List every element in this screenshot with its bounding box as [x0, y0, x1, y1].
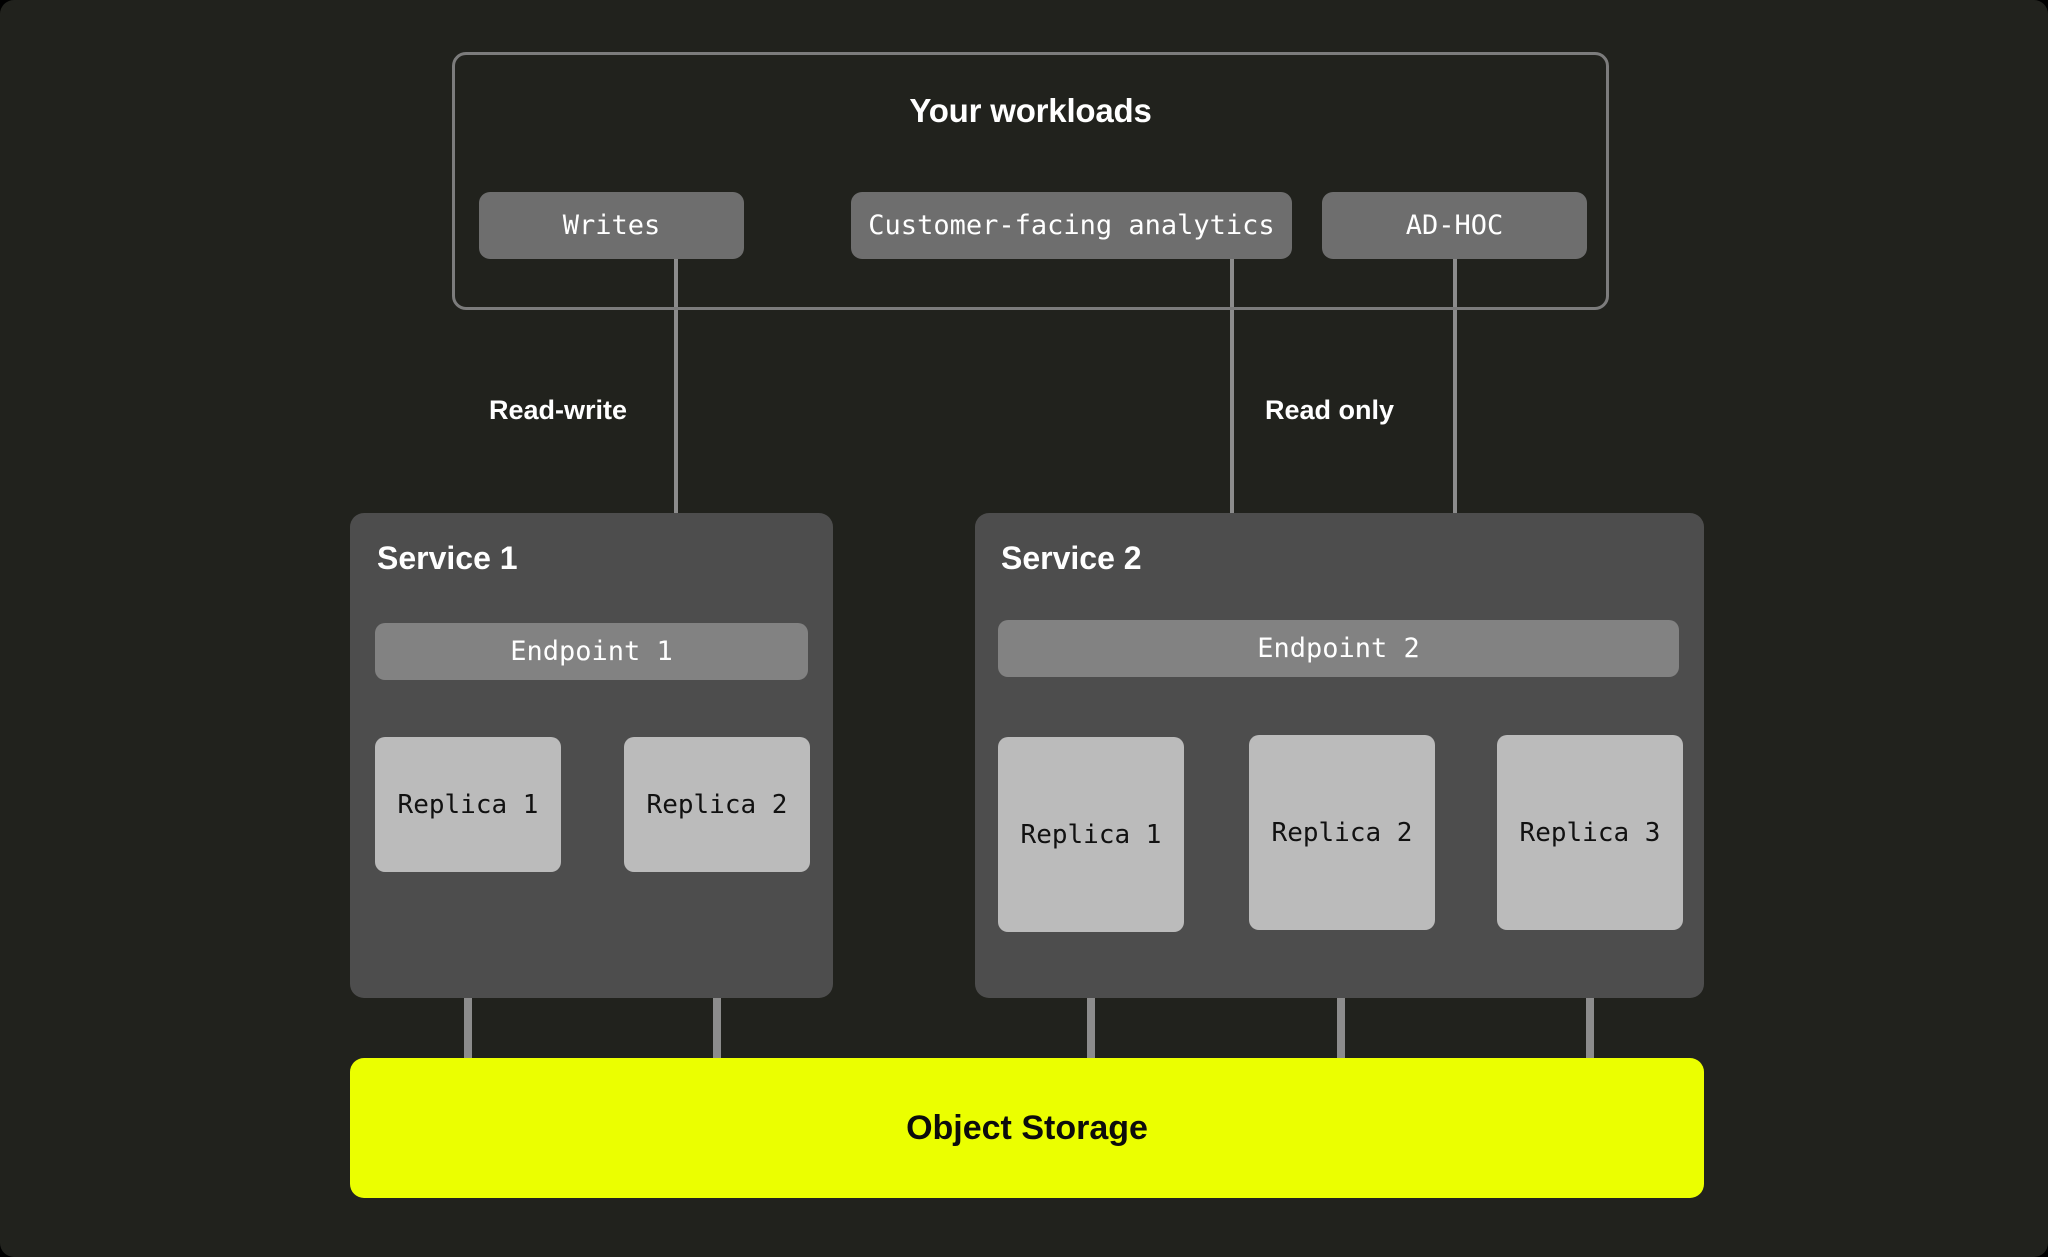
workloads-group [452, 52, 1609, 310]
service-2-replica-1[interactable]: Replica 1 [998, 737, 1184, 932]
flow-label-read-only: Read only [1265, 395, 1395, 425]
service-2-endpoint[interactable]: Endpoint 2 [998, 620, 1679, 677]
workloads-title: Your workloads [909, 92, 1152, 129]
object-storage-panel[interactable]: Object Storage [350, 1058, 1704, 1198]
workload-chip-customer-facing-analytics[interactable]: Customer-facing analytics [851, 192, 1292, 259]
flow-label-read-write: Read-write [489, 395, 628, 425]
service-2-title: Service 2 [1001, 540, 1142, 576]
workload-chip-writes[interactable]: Writes [479, 192, 744, 259]
service-1-replica-1[interactable]: Replica 1 [375, 737, 561, 872]
service-2-replica-2[interactable]: Replica 2 [1249, 735, 1435, 930]
service-1-endpoint[interactable]: Endpoint 1 [375, 623, 808, 680]
object-storage-label: Object Storage [906, 1108, 1148, 1147]
workload-chip-ad-hoc[interactable]: AD-HOC [1322, 192, 1587, 259]
service-1-title: Service 1 [377, 540, 518, 576]
service-1-replica-2[interactable]: Replica 2 [624, 737, 810, 872]
service-2-replica-3[interactable]: Replica 3 [1497, 735, 1683, 930]
